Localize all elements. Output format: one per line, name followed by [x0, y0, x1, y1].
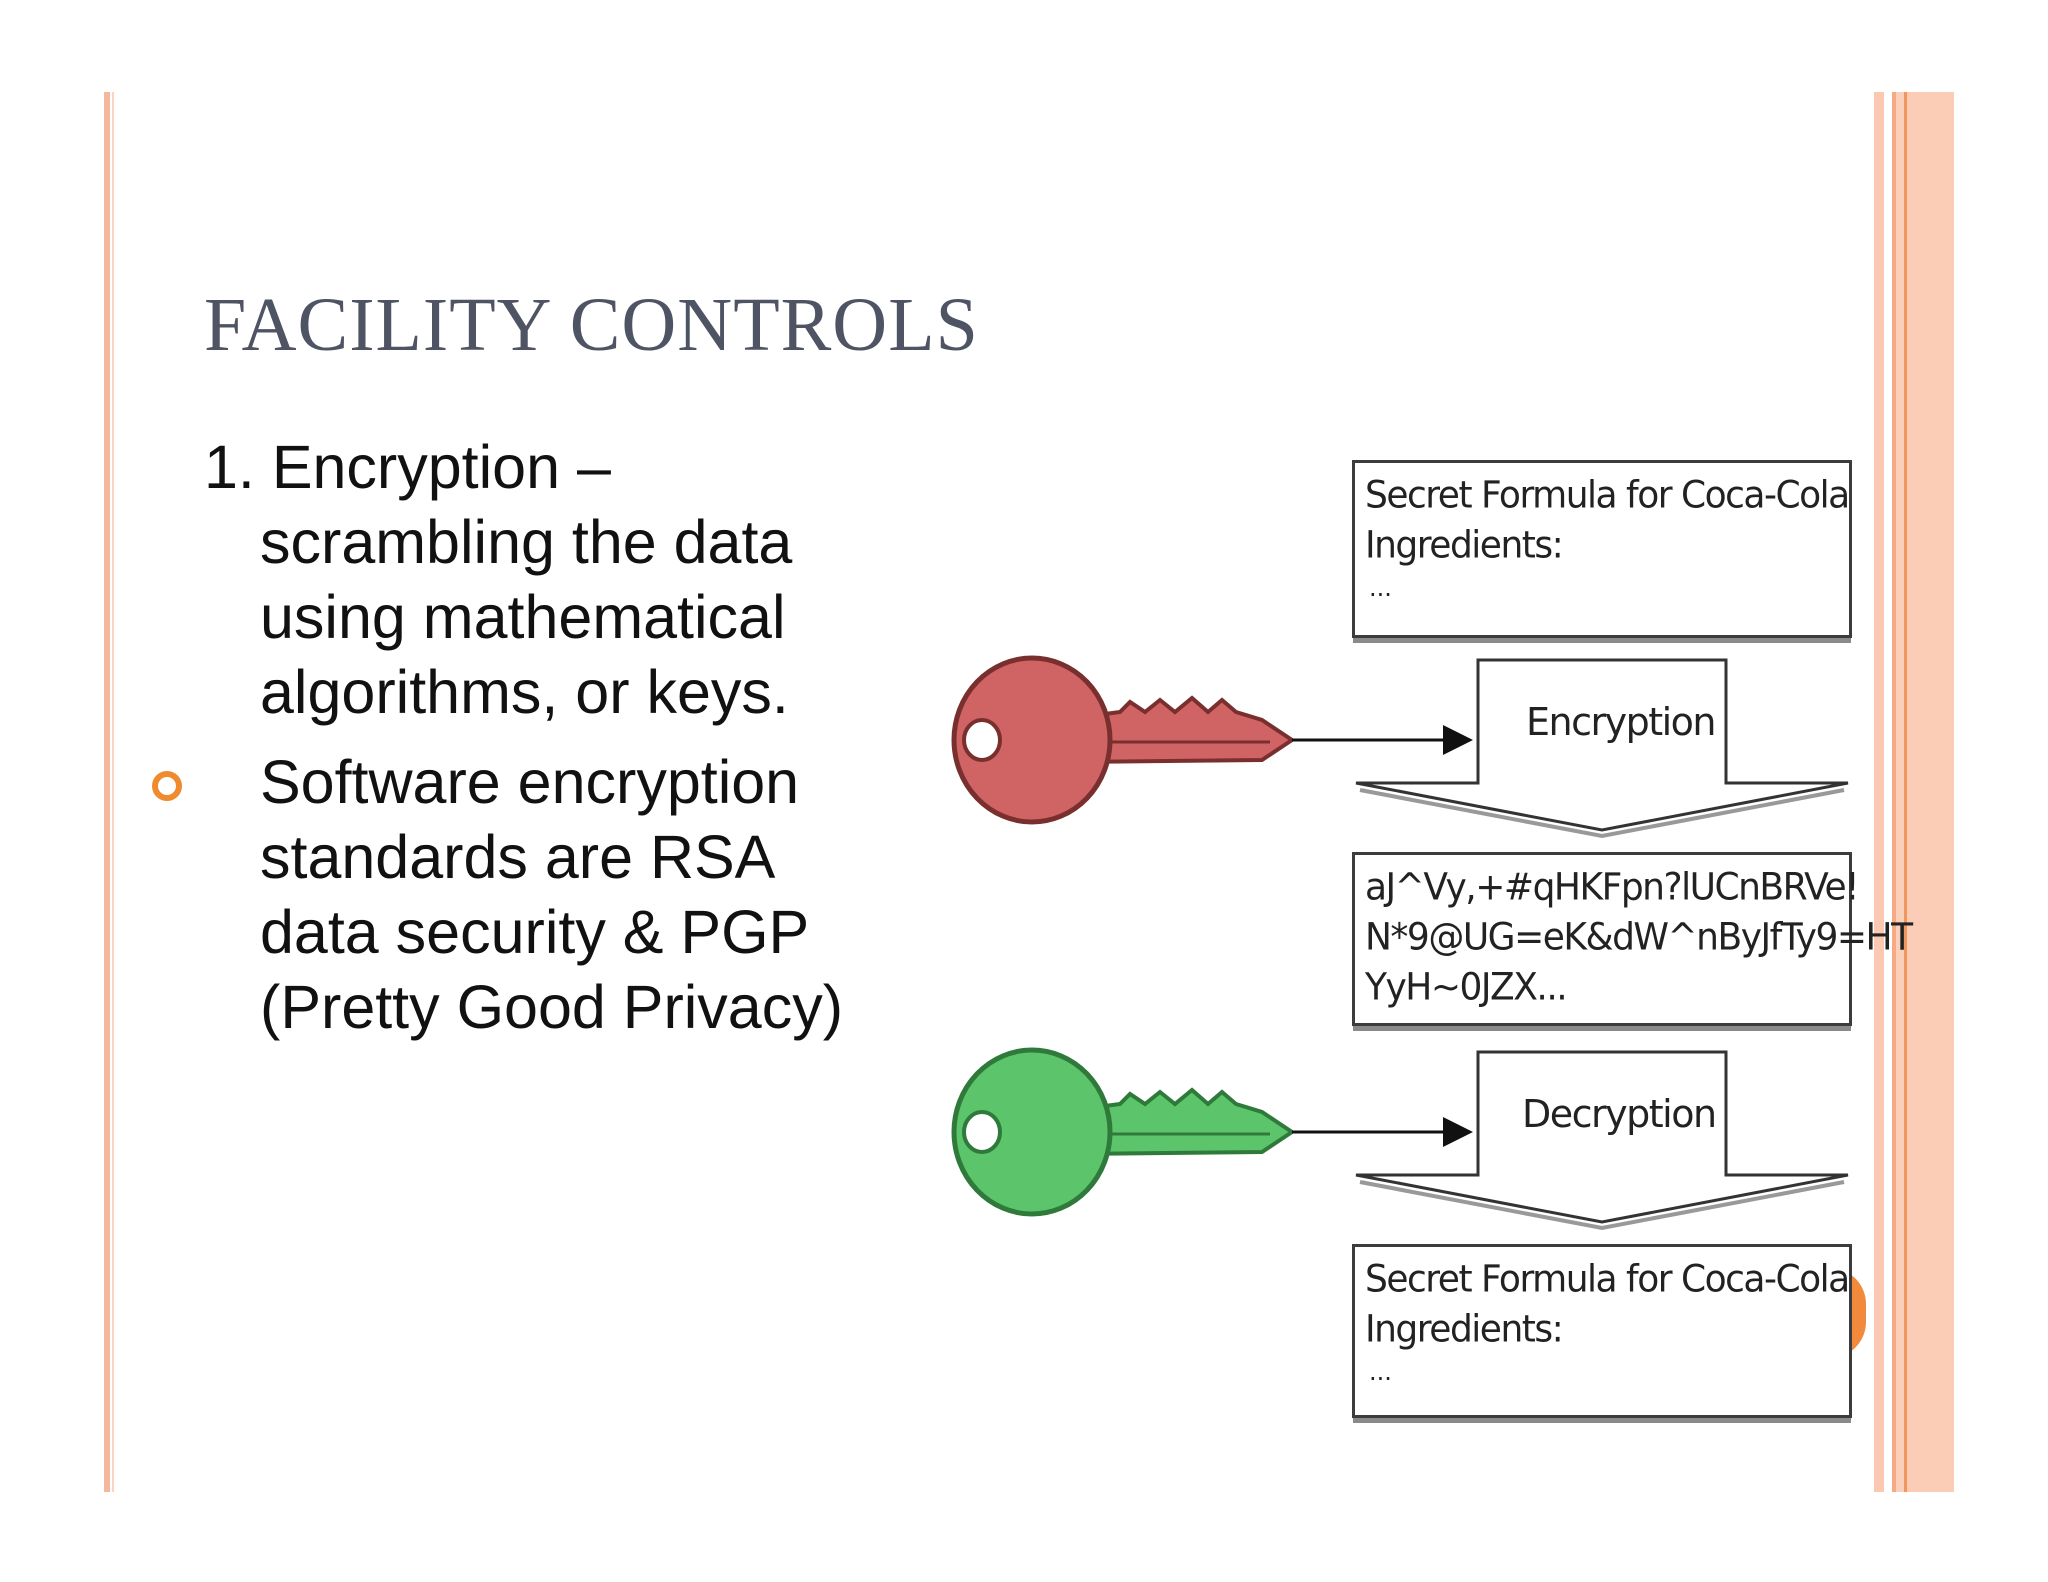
item1-line1: 1. Encryption –: [204, 433, 611, 501]
plaintext-document-box: Secret Formula for Coca-Cola Ingredients…: [1352, 460, 1852, 638]
left-border-rule: [104, 92, 110, 1492]
right-border-strip: [1874, 92, 1884, 1492]
ciphertext-line3: YyH~0JZX...: [1365, 965, 1568, 1009]
encryption-label: Encryption: [1526, 700, 1717, 744]
decryption-step-arrow: [1355, 1050, 1849, 1231]
decryption-label: Decryption: [1522, 1092, 1717, 1136]
decrypted-line3: ...: [1369, 1358, 1392, 1386]
numbered-item-encryption: 1. Encryption – scrambling the data usin…: [204, 430, 904, 730]
ciphertext-line1: aJ^Vy,+#qHKFpn?lUCnBRVe!: [1365, 865, 1860, 909]
decrypted-line1: Secret Formula for Coca-Cola: [1365, 1257, 1850, 1301]
plaintext-line3: ...: [1369, 574, 1392, 602]
decrypted-document-box: Secret Formula for Coca-Cola Ingredients…: [1352, 1244, 1852, 1418]
ciphertext-line2: N*9@UG=eK&dW^nByJfTy9=HT: [1365, 915, 1913, 959]
ciphertext-box: aJ^Vy,+#qHKFpn?lUCnBRVe! N*9@UG=eK&dW^nB…: [1352, 852, 1913, 1026]
item1-line4: algorithms, or keys.: [260, 658, 789, 726]
encryption-step-arrow: [1355, 658, 1849, 839]
bullet-item-standards: Software encryption standards are RSA da…: [152, 745, 904, 1045]
plaintext-line1: Secret Formula for Coca-Cola: [1365, 473, 1850, 517]
right-border-band: [1892, 92, 1954, 1492]
decrypted-line2: Ingredients:: [1365, 1307, 1564, 1351]
item2-line2: standards are RSA: [260, 823, 776, 891]
slide-title: FACILITY CONTROLS: [204, 283, 979, 367]
circle-bullet-icon: [152, 771, 182, 801]
item2-line3: data security & PGP: [260, 898, 810, 966]
item1-line3: using mathematical: [260, 583, 786, 651]
green-key-icon: [951, 1047, 1473, 1217]
red-key-icon: [951, 655, 1473, 825]
item2-line4: (Pretty Good Privacy): [260, 973, 844, 1041]
item2-line1: Software encryption: [260, 748, 800, 816]
slide-body: 1. Encryption – scrambling the data usin…: [152, 430, 904, 1045]
item1-line2: scrambling the data: [260, 508, 793, 576]
left-border-rule-inner: [112, 92, 114, 1492]
plaintext-line2: Ingredients:: [1365, 523, 1564, 567]
